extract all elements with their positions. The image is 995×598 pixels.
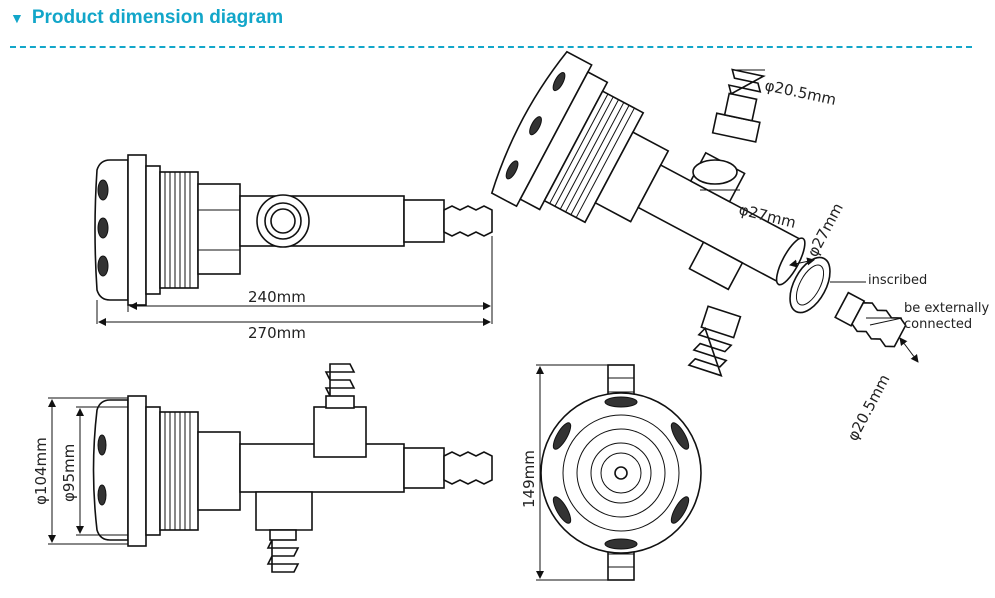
section-header: ▼ Product dimension diagram [10,4,283,32]
dim-tee-end: φ27mm [804,200,847,260]
exploded-view [490,50,919,377]
top-view [48,363,493,573]
dim-length-total: 270mm [248,324,306,342]
note-external-line2: connected [904,317,972,332]
dim-diameter-outer: φ104mm [32,437,50,505]
dim-barb-end: φ20.5mm [844,371,894,443]
note-external-line1: be externally [904,301,989,316]
triangle-down-icon: ▼ [10,10,24,26]
dim-barb-top: φ20.5mm [763,76,838,109]
dim-diameter-inner: φ95mm [60,444,78,502]
note-inscribed: inscribed [868,273,927,288]
section-title: Product dimension diagram [31,7,284,28]
dim-height-front: 149mm [520,450,538,508]
front-view [536,364,702,581]
dim-length-inner: 240mm [248,288,306,306]
dashed-divider [10,46,972,48]
side-view [94,154,493,326]
